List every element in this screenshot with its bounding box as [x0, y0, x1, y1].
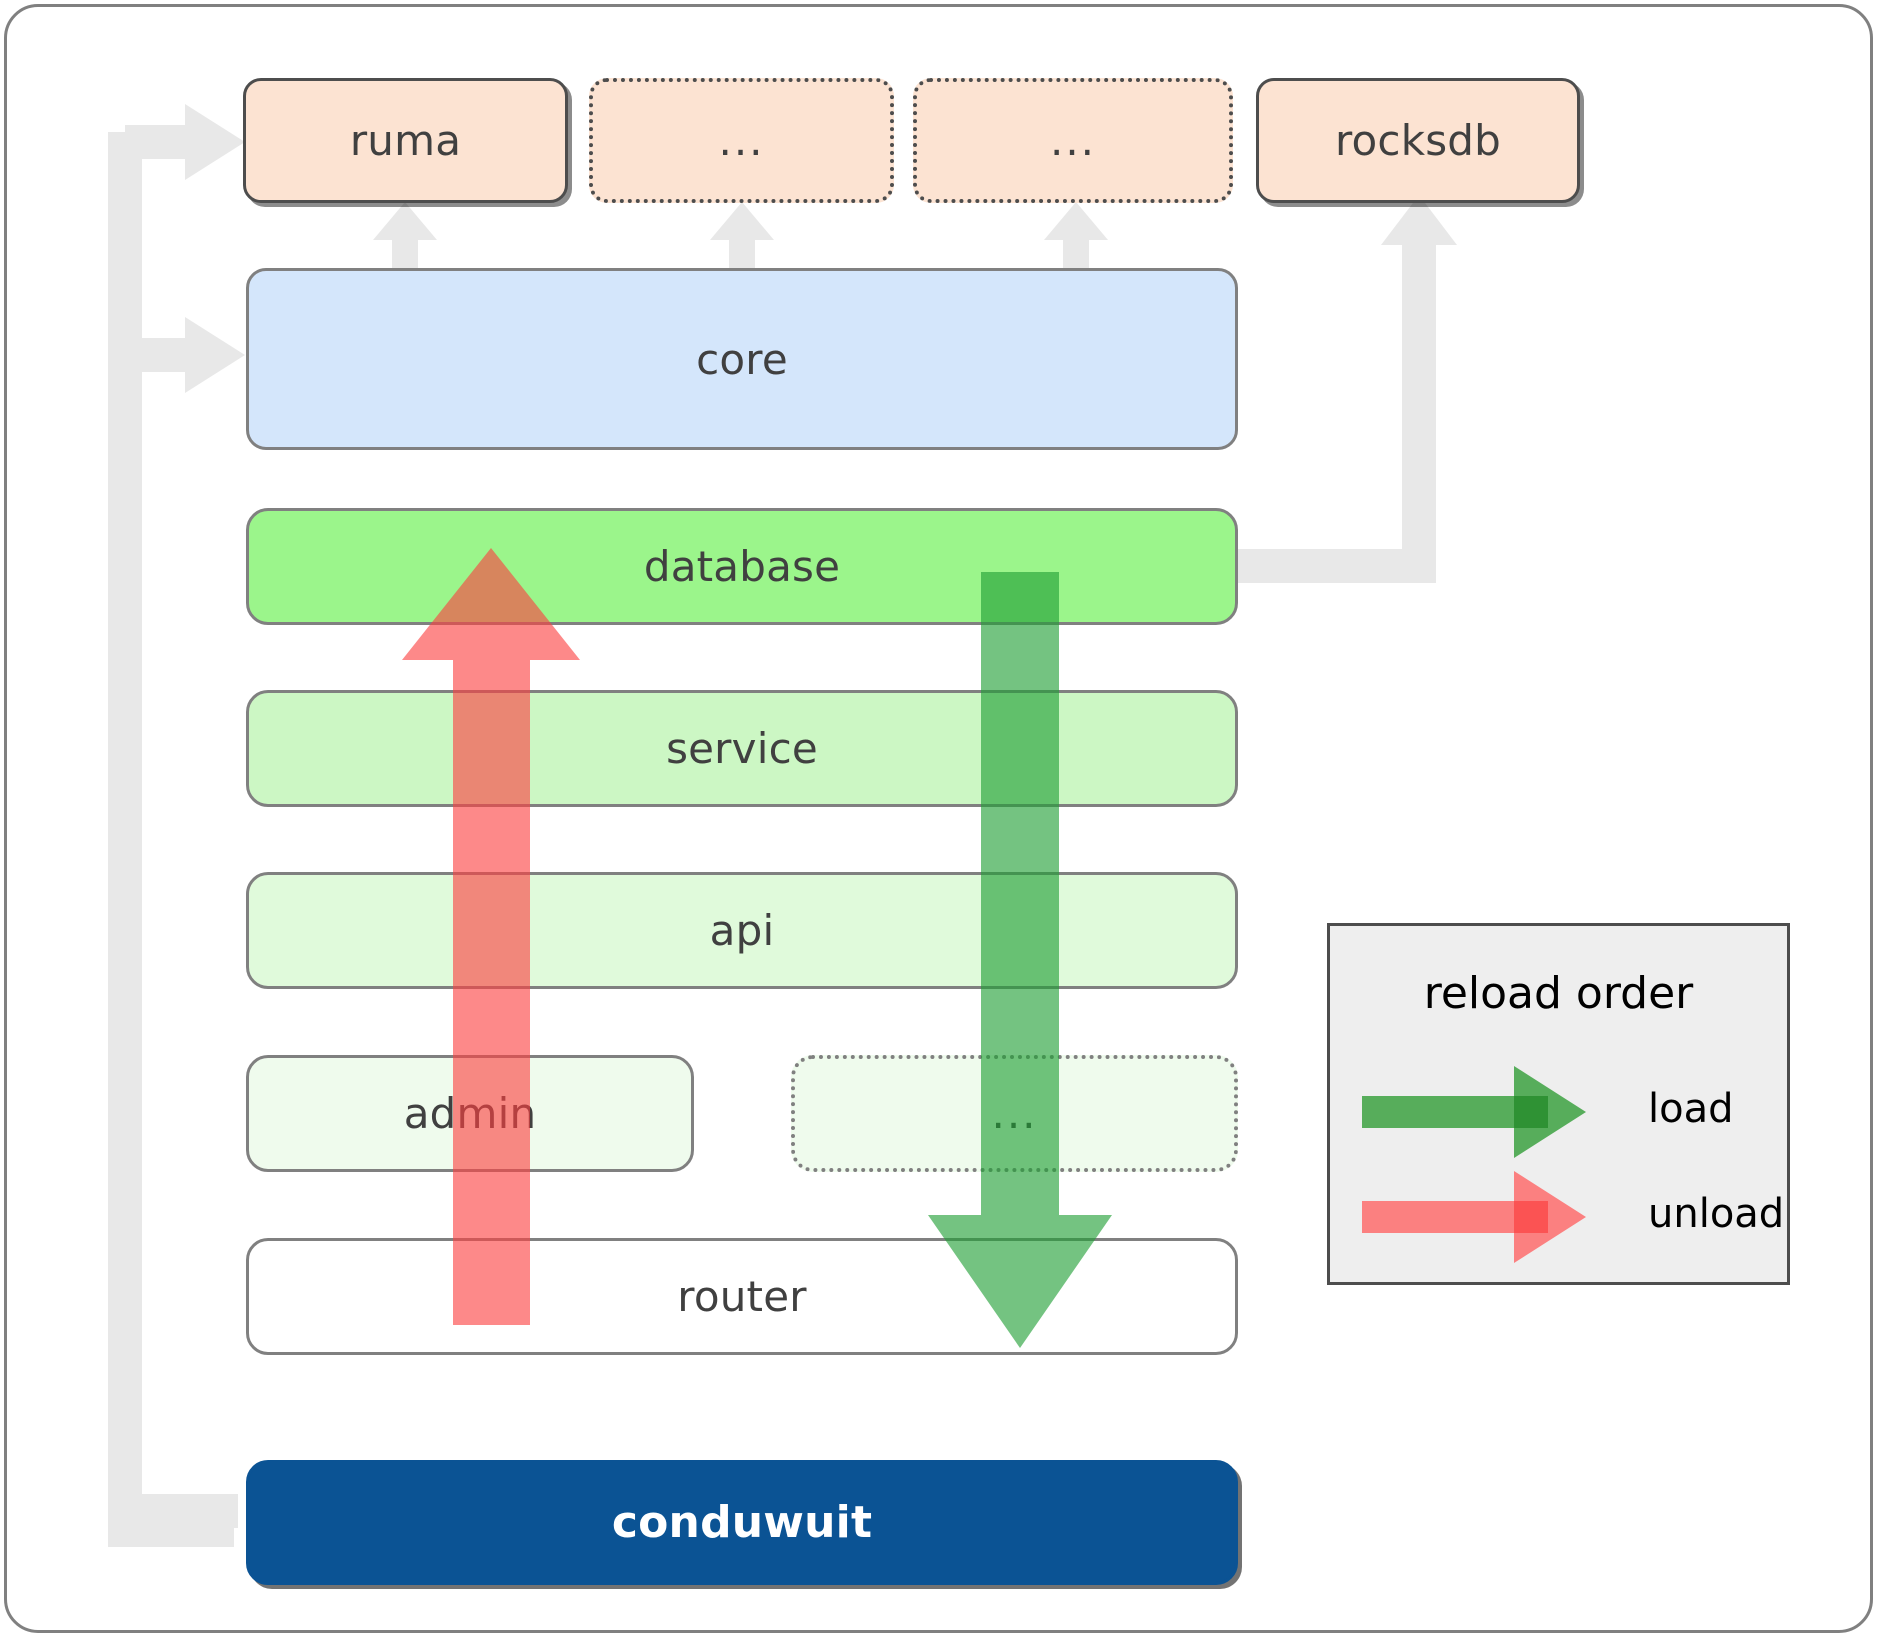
legend-unload-arrow-icon [1362, 1171, 1586, 1263]
core-node[interactable]: core [246, 268, 1238, 450]
core-node-label: core [696, 334, 788, 384]
layer-node-service-label: service [666, 724, 818, 773]
root-node-conduwuit-label: conduwuit [611, 1497, 873, 1548]
unload-arrow [402, 548, 580, 1325]
connector-core-to-dep3-arrowhead [1044, 202, 1108, 240]
dependency-node-ellipsis-2[interactable]: ... [913, 78, 1233, 203]
connector-core-to-ruma-arrowhead [373, 202, 437, 240]
legend-box: reload order load unload [1327, 923, 1790, 1285]
connector-to-ruma-arrowhead [185, 104, 245, 180]
connector-database-to-rocksdb-stem [1238, 240, 1436, 583]
dependency-node-ruma[interactable]: ruma [243, 78, 568, 203]
dependency-node-rocksdb[interactable]: rocksdb [1256, 78, 1580, 203]
root-node-conduwuit[interactable]: conduwuit [246, 1460, 1238, 1585]
connector-to-core-arrowhead [185, 317, 245, 393]
layer-node-service[interactable]: service [246, 690, 1238, 807]
legend-label-unload: unload [1648, 1191, 1785, 1237]
dependency-node-rocksdb-label: rocksdb [1334, 116, 1502, 165]
layer-node-api[interactable]: api [246, 872, 1238, 989]
legend-load-arrow-icon [1362, 1066, 1586, 1158]
legend-label-load: load [1648, 1086, 1734, 1132]
connector-core-to-dep2-arrowhead [710, 202, 774, 240]
connector-database-to-rocksdb-arrowhead [1381, 195, 1457, 245]
layer-node-database-label: database [643, 542, 841, 591]
legend-title: reload order [1423, 968, 1694, 1019]
dependency-node-ellipsis-1[interactable]: ... [589, 78, 894, 203]
layer-node-router-label: router [677, 1272, 807, 1321]
layer-node-api-label: api [709, 906, 775, 955]
load-arrow [928, 572, 1112, 1348]
layer-node-database[interactable]: database [246, 508, 1238, 625]
dependency-node-ruma-label: ruma [349, 116, 462, 165]
connector-spine-stroke [108, 142, 234, 1547]
